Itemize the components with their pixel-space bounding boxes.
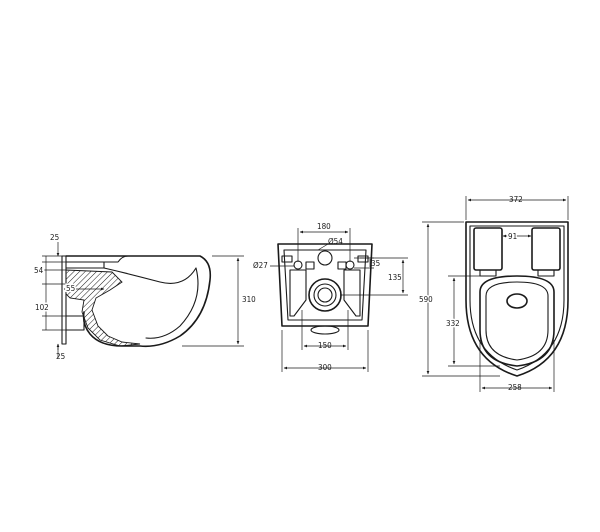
dim-102: 102 xyxy=(35,303,49,312)
rear-hole-left xyxy=(293,260,303,270)
top-hinge-left xyxy=(473,227,503,271)
top-hinge-right xyxy=(531,227,561,271)
top-seat-lid xyxy=(479,275,555,367)
rear-slot-mr xyxy=(337,261,347,270)
rear-base-foot xyxy=(310,325,340,335)
side-mount-flange xyxy=(61,255,67,345)
dim-54: 54 xyxy=(34,266,44,275)
dim-25-bottom: 25 xyxy=(56,352,65,361)
dim-25-top: 25 xyxy=(50,233,59,242)
dim-332: 332 xyxy=(446,319,460,328)
dim-150: 150 xyxy=(318,341,332,350)
dim-35: 35 xyxy=(371,259,380,268)
side-bowl-inner xyxy=(103,267,199,339)
top-hinge-left-foot xyxy=(479,269,497,277)
dim-310: 310 xyxy=(242,295,256,304)
dim-372: 372 xyxy=(509,195,523,204)
top-lid-handle xyxy=(506,293,528,309)
top-view: 372 91 590 332 258 xyxy=(418,195,569,392)
rear-slot-tr xyxy=(357,255,369,263)
dim-27-dia: Ø27 xyxy=(253,260,268,270)
side-rim xyxy=(103,255,129,263)
rear-slot-ml xyxy=(305,261,315,270)
rear-view: 180 Ø54 Ø27 35 135 150 300 xyxy=(253,222,408,372)
rear-cutout-left xyxy=(289,269,307,317)
rear-hole-right xyxy=(345,260,355,270)
dim-91: 91 xyxy=(508,232,517,241)
rear-slot-tl xyxy=(281,255,293,263)
side-bowl-outline xyxy=(65,255,212,348)
rear-outlet-core xyxy=(317,287,333,303)
dim-180: 180 xyxy=(317,222,331,231)
dim-590: 590 xyxy=(419,295,433,304)
rear-outline xyxy=(277,243,373,327)
side-outlet-stub xyxy=(65,315,85,331)
dim-258: 258 xyxy=(508,383,522,392)
side-section-hatch xyxy=(65,269,141,347)
rear-inlet-54 xyxy=(317,250,333,266)
side-view: 310 25 54 55 102 25 xyxy=(33,233,258,361)
top-outline xyxy=(465,221,569,377)
dim-54-dia: Ø54 xyxy=(328,236,343,246)
dim-55: 55 xyxy=(66,284,75,293)
dim-300: 300 xyxy=(318,363,332,372)
side-inlet-pipe xyxy=(65,261,105,269)
top-inner-outline xyxy=(469,225,565,371)
rear-cutout-right xyxy=(343,269,361,317)
rear-outlet-inner xyxy=(313,283,337,307)
top-hinge-right-foot xyxy=(537,269,555,277)
rear-inner-outline xyxy=(283,249,367,321)
dim-135: 135 xyxy=(388,273,402,282)
top-seat-lid-inner xyxy=(485,281,549,361)
